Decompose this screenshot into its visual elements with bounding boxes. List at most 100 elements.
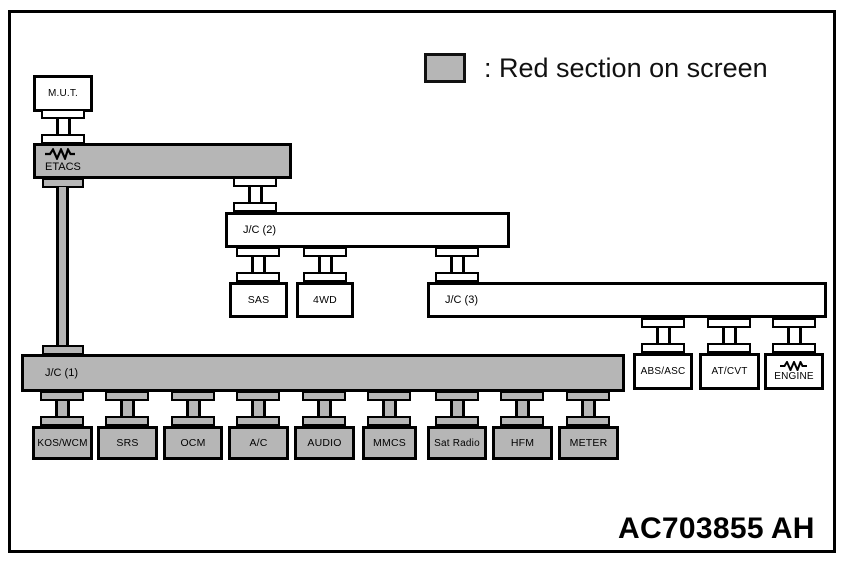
connector-legs <box>721 328 737 343</box>
connector-legs <box>449 257 465 272</box>
connector-cap <box>707 343 751 353</box>
connector-legs <box>250 257 266 272</box>
connector-jc1-hfm <box>500 391 544 426</box>
node-audio-label: AUDIO <box>307 437 342 449</box>
connector-legs <box>786 328 802 343</box>
node-4wd: 4WD <box>296 282 354 318</box>
connector-cap <box>236 416 280 426</box>
connector-cap <box>40 391 84 401</box>
connector-cap <box>641 343 685 353</box>
node-satradio: Sat Radio <box>427 426 487 460</box>
connector-legs <box>317 257 333 272</box>
connector-jc1-audio <box>302 391 346 426</box>
connector-legs <box>449 401 465 416</box>
node-etacs: ETACS <box>33 143 292 179</box>
connector-cap <box>233 177 277 187</box>
connector-legs <box>514 401 530 416</box>
node-meter: METER <box>558 426 619 460</box>
node-jc2: J/C (2) <box>225 212 510 248</box>
connector-jc1-srs <box>105 391 149 426</box>
node-audio: AUDIO <box>294 426 355 460</box>
legend-label: : Red section on screen <box>484 53 768 83</box>
node-satradio-label: Sat Radio <box>434 437 480 449</box>
node-absasc: ABS/ASC <box>633 353 693 390</box>
node-ocm-label: OCM <box>180 437 206 449</box>
node-koswcm-label: KOS/WCM <box>37 437 88 449</box>
figure-code-main: AC703855 <box>618 512 764 545</box>
node-jc3: J/C (3) <box>427 282 827 318</box>
connector-cap <box>171 391 215 401</box>
connector-jc1-ac <box>236 391 280 426</box>
node-jc3-label: J/C (3) <box>445 294 478 306</box>
node-atcvt: AT/CVT <box>699 353 760 390</box>
node-mmcs-label: MMCS <box>373 437 406 449</box>
connector-cap <box>236 272 280 282</box>
resistor-icon <box>780 361 808 371</box>
connector-jc1-meter <box>566 391 610 426</box>
figure-code-suffix: AH <box>770 512 815 545</box>
connector-cap <box>105 416 149 426</box>
connector-cap <box>435 391 479 401</box>
connector-cap <box>302 391 346 401</box>
node-mmcs: MMCS <box>362 426 417 460</box>
connector-cap <box>303 247 347 257</box>
connector-jc1-ocm <box>171 391 215 426</box>
connector-cap <box>367 416 411 426</box>
connector-cap <box>500 416 544 426</box>
connector-etacs-jc2 <box>233 177 277 212</box>
connector-jc1-koswcm <box>40 391 84 426</box>
node-sas-label: SAS <box>247 294 270 306</box>
node-srs-label: SRS <box>116 437 139 449</box>
node-absasc-label: ABS/ASC <box>640 366 686 377</box>
node-engine-label: ENGINE <box>774 371 814 382</box>
node-srs: SRS <box>97 426 158 460</box>
connector-cap <box>435 247 479 257</box>
node-atcvt-label: AT/CVT <box>711 366 748 377</box>
node-mut-label: M.U.T. <box>47 88 79 99</box>
connector-jc1-mmcs <box>367 391 411 426</box>
node-jc1: J/C (1) <box>21 354 625 392</box>
node-koswcm: KOS/WCM <box>32 426 93 460</box>
resistor-icon <box>45 147 75 160</box>
connector-legs <box>119 401 135 416</box>
connector-jc3-engine <box>772 318 816 353</box>
connector-cap <box>367 391 411 401</box>
node-ocm: OCM <box>163 426 223 460</box>
connector-cap <box>566 416 610 426</box>
connector-cap <box>641 318 685 328</box>
trunk-line-etacs-jc1 <box>56 187 69 346</box>
connector-cap <box>772 343 816 353</box>
connector-cap <box>236 391 280 401</box>
node-ac-label: A/C <box>249 437 268 449</box>
connector-cap <box>171 416 215 426</box>
connector-cap <box>303 272 347 282</box>
connector-legs <box>655 328 671 343</box>
connector-jc2-4wd <box>303 247 347 282</box>
connector-legs <box>381 401 397 416</box>
connector-legs <box>185 401 201 416</box>
node-engine: ENGINE <box>764 353 824 390</box>
node-jc2-label: J/C (2) <box>243 224 276 236</box>
connector-cap <box>435 272 479 282</box>
node-hfm-label: HFM <box>510 437 535 449</box>
connector-cap <box>566 391 610 401</box>
connector-cap <box>302 416 346 426</box>
legend-gray-swatch <box>424 53 466 83</box>
connector-legs <box>250 401 266 416</box>
connector-jc3-atcvt <box>707 318 751 353</box>
node-ac: A/C <box>228 426 289 460</box>
node-hfm: HFM <box>492 426 553 460</box>
connector-cap <box>707 318 751 328</box>
connector-cap <box>500 391 544 401</box>
connector-jc2-sas <box>236 247 280 282</box>
connector-legs <box>55 119 71 134</box>
connector-cap <box>41 109 85 119</box>
node-etacs-label: ETACS <box>45 160 81 173</box>
connector-legs <box>54 401 70 416</box>
connector-cap <box>233 202 277 212</box>
node-jc1-label: J/C (1) <box>45 367 78 379</box>
connector-jc3-absasc <box>641 318 685 353</box>
connector-jc2-jc3 <box>435 247 479 282</box>
connector-legs <box>316 401 332 416</box>
